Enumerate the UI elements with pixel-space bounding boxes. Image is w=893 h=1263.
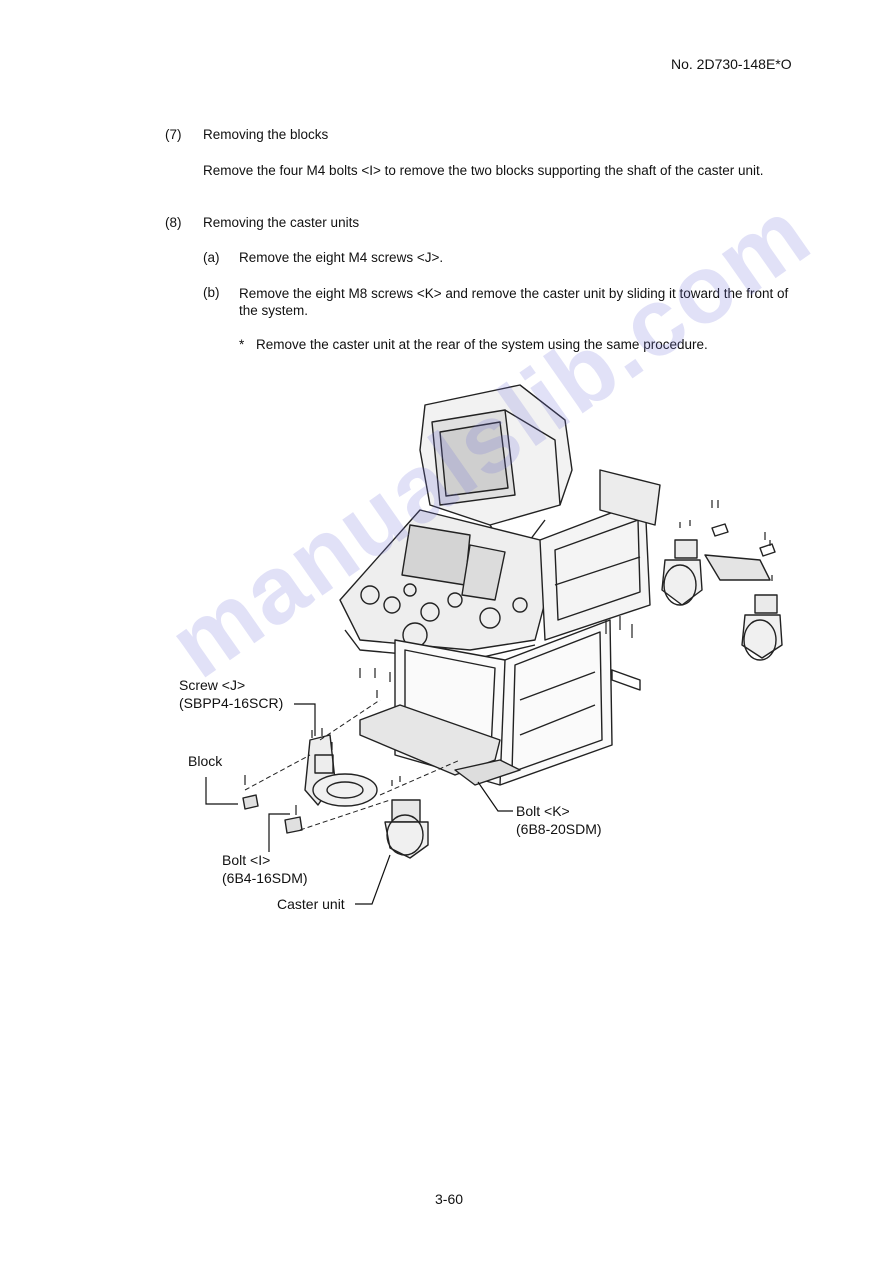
front-caster-left	[304, 734, 378, 807]
step-b-label: (b)	[203, 285, 220, 300]
page-number: 3-60	[435, 1191, 464, 1207]
leader-bolt-i	[268, 813, 290, 852]
callout-bolt-i-part: (6B4-16SDM)	[222, 870, 308, 886]
fasteners	[244, 500, 773, 815]
callout-screw-j: Screw <J>	[179, 677, 246, 693]
step-a-text: Remove the eight M4 screws <J>.	[239, 250, 444, 265]
step-b-text: Remove the eight M8 screws <K> and remov…	[239, 286, 789, 318]
document-number: No. 2D730-148E*O	[671, 56, 792, 72]
section-8-number: (8)	[165, 215, 182, 230]
callout-screw-j-part: (SBPP4-16SCR)	[179, 695, 284, 711]
note-bullet: *	[239, 337, 245, 352]
caster-removal-diagram	[205, 384, 783, 905]
base	[359, 669, 641, 786]
section-8-title: Removing the caster units	[203, 215, 360, 230]
control-panel	[339, 509, 561, 661]
callout-block: Block	[188, 753, 223, 769]
section-7-body: Remove the four M4 bolts <I> to remove t…	[203, 163, 764, 178]
side-panel	[539, 499, 651, 641]
alignment-lines	[244, 699, 461, 831]
leader-caster-unit	[355, 854, 391, 905]
monitor	[419, 384, 573, 541]
leader-block	[205, 777, 238, 805]
caster-unit	[384, 799, 429, 859]
note-text: Remove the caster unit at the rear of th…	[256, 337, 708, 352]
callout-bolt-k: Bolt <K>	[516, 803, 570, 819]
callout-caster-unit: Caster unit	[277, 896, 345, 912]
section-7-title: Removing the blocks	[203, 127, 329, 142]
section-7-number: (7)	[165, 127, 182, 142]
callout-bolt-i: Bolt <I>	[222, 852, 271, 868]
block-parts	[242, 794, 303, 834]
leader-bolt-k	[477, 781, 513, 812]
step-a-label: (a)	[203, 250, 220, 265]
rear-caster-right	[661, 523, 783, 661]
callout-bolt-k-part: (6B8-20SDM)	[516, 821, 602, 837]
leader-screw-j	[294, 703, 316, 736]
